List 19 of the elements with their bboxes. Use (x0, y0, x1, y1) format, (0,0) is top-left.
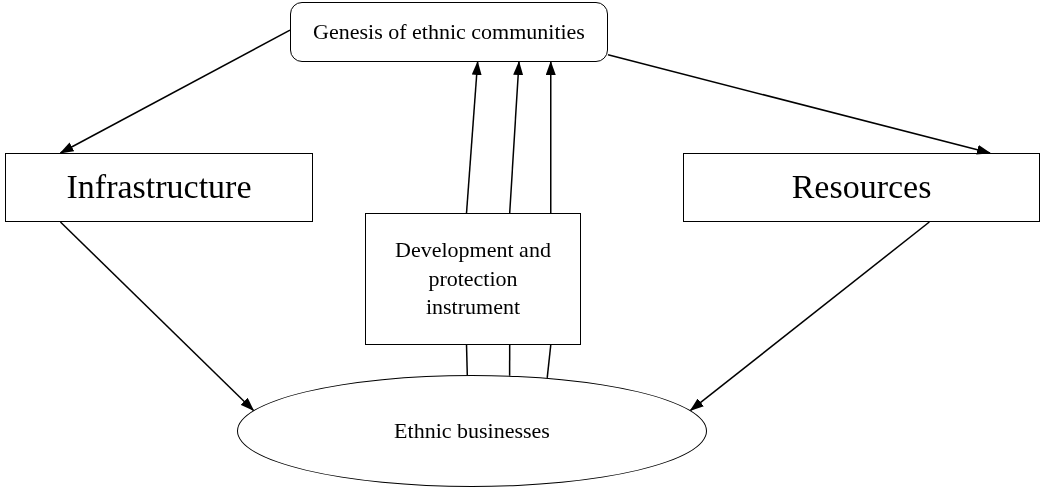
arrow (59, 29, 291, 154)
process-box (365, 213, 581, 345)
connector-line (508, 344, 511, 377)
arrow (508, 61, 524, 214)
connector-line (546, 344, 552, 379)
node-label: Genesis of ethnic communities (313, 17, 585, 46)
arrow (545, 61, 556, 214)
arrow (607, 54, 991, 155)
node-label: Development and protection instrument (394, 236, 552, 322)
node-label: Ethnic businesses (394, 416, 550, 445)
arrow (689, 221, 931, 412)
connector-line (465, 344, 469, 376)
node-label: Resources (791, 167, 932, 208)
process-box (5, 153, 313, 222)
node-label: Infrastructure (66, 167, 252, 208)
rounded-box (290, 2, 608, 62)
arrow (465, 61, 482, 214)
process-box (683, 153, 1040, 222)
arrow (59, 221, 255, 412)
